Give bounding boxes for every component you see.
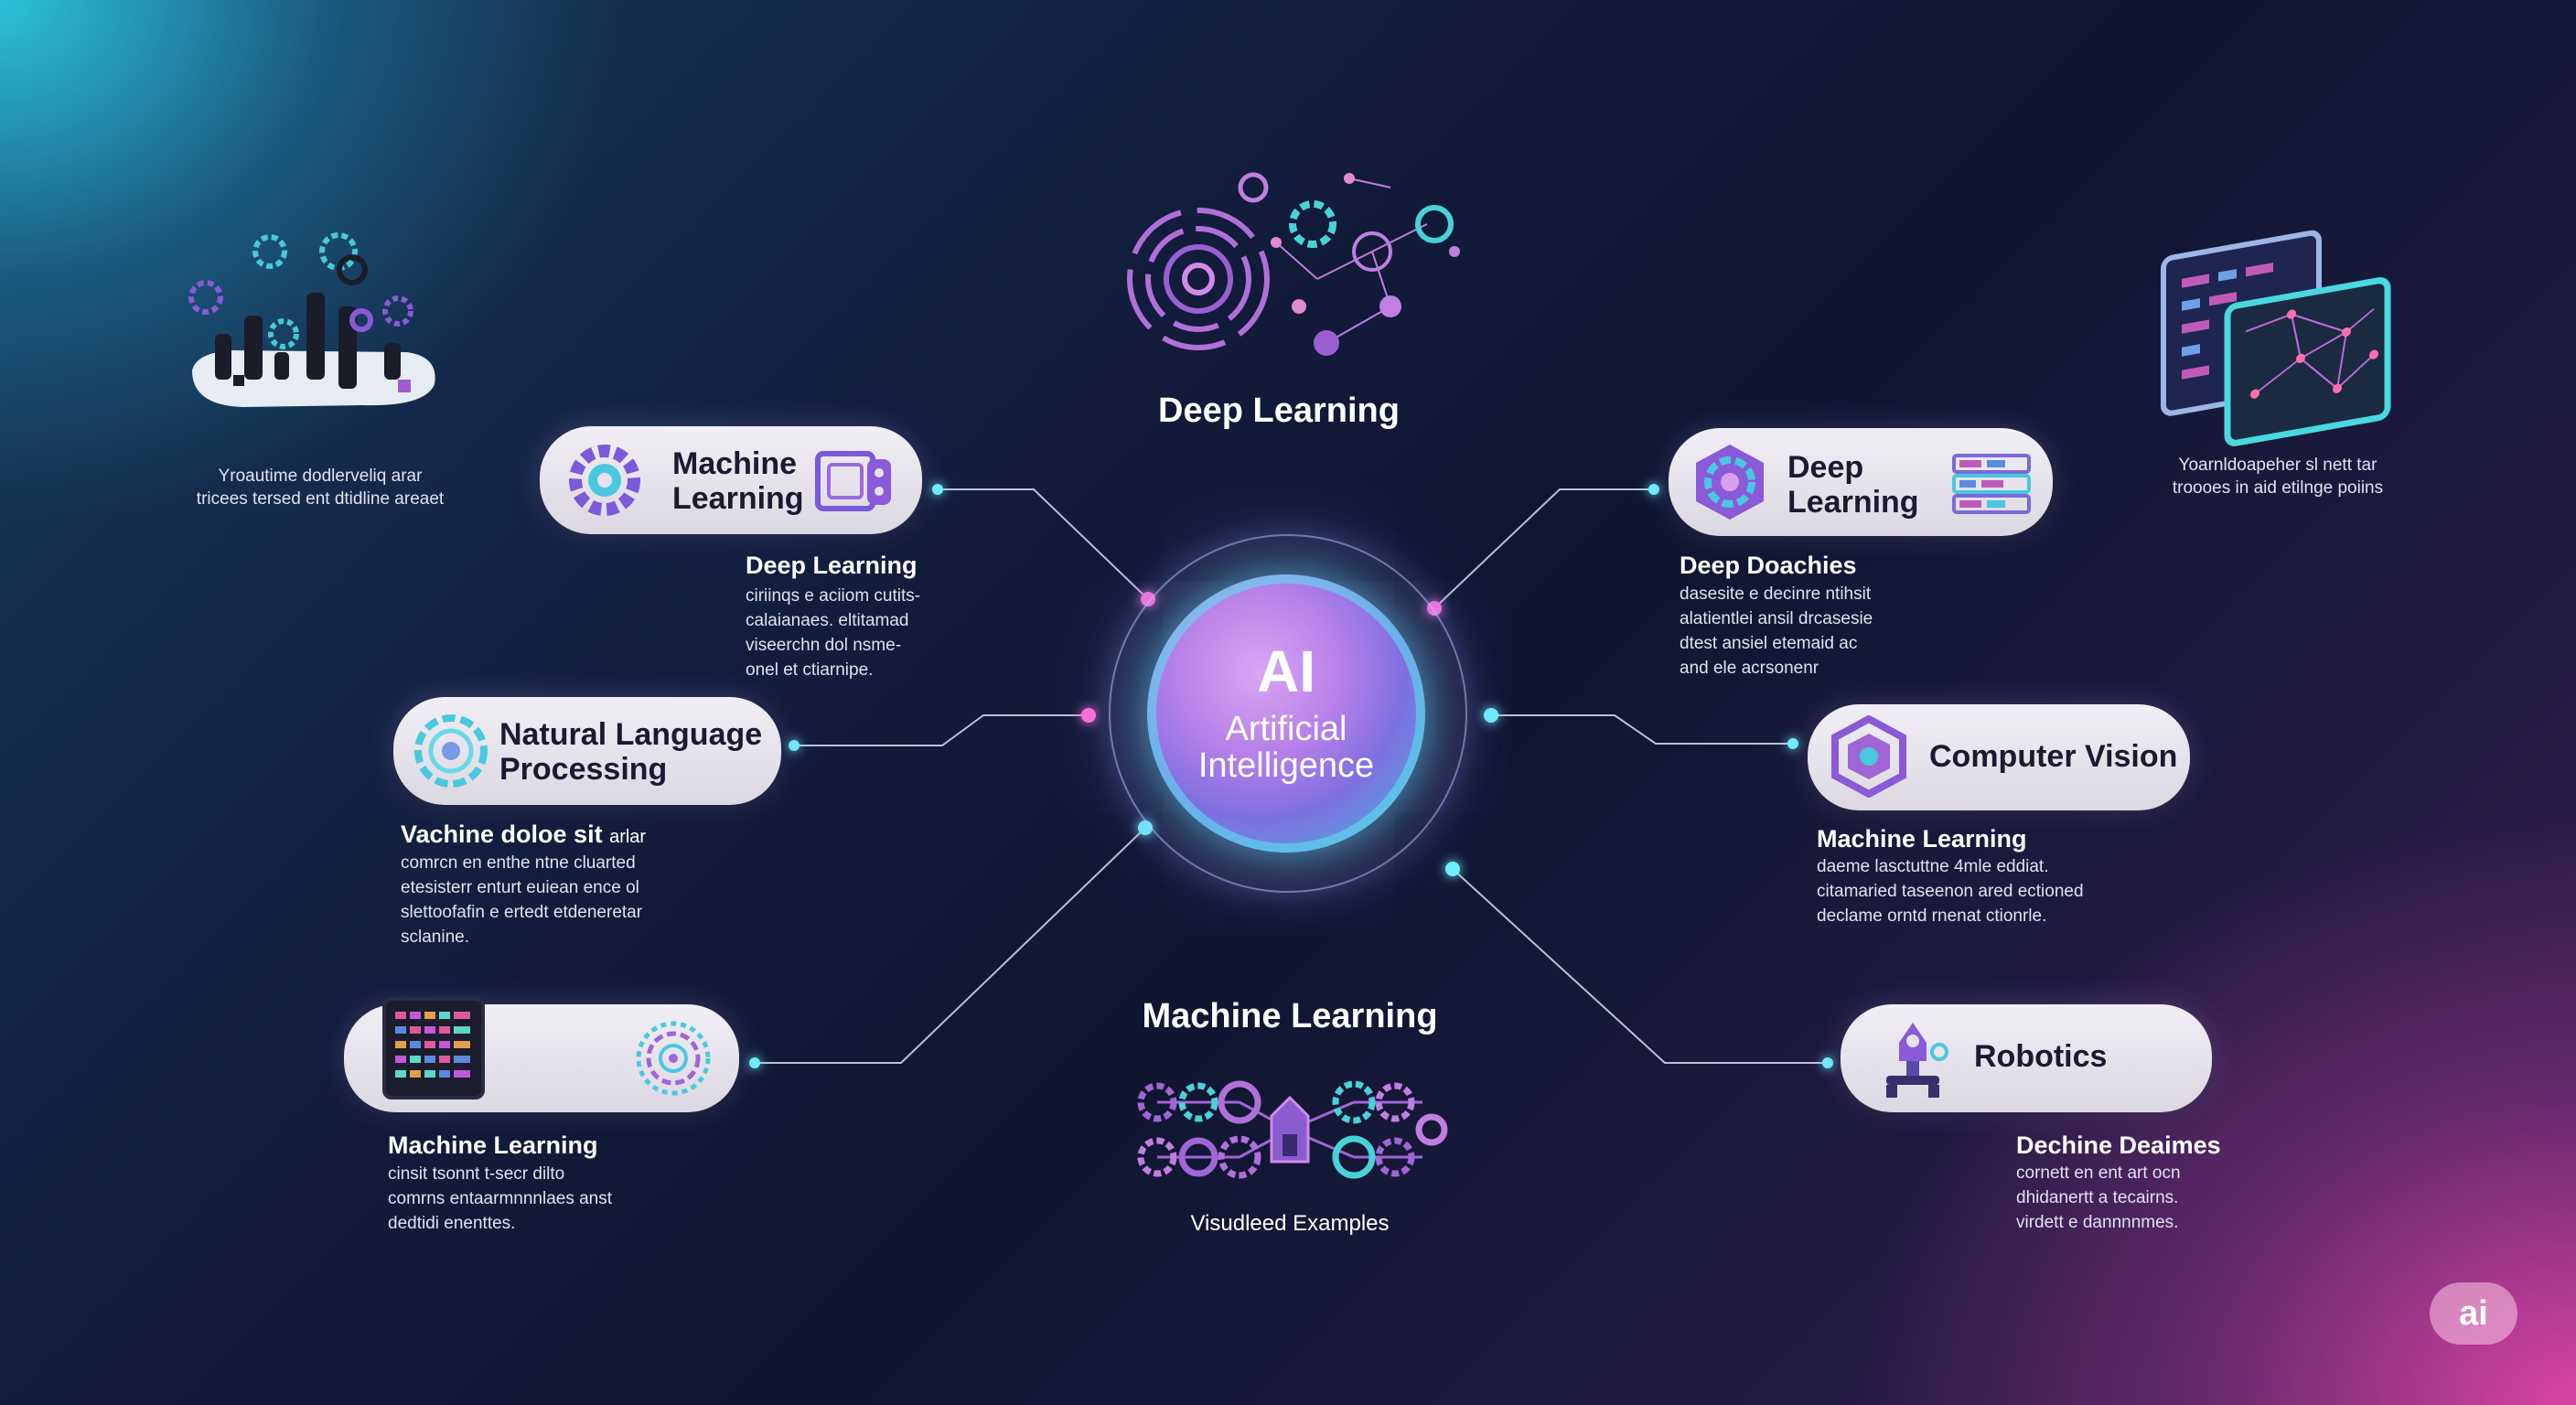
node-dl-right-label-line1: Deep [1787,450,1864,485]
hexagon-network-icon [1137,1080,1448,1179]
connector-ml-top [938,488,1149,600]
left-top-caption-line2: tricees tersed ent dtidline areaet [196,489,445,509]
ai-logo-badge: ai [2430,1282,2517,1345]
node-dl-right-label-line2: Learning [1787,485,1919,520]
node-cv-caption-body: daeme lasctuttne 4mle eddiat. citamaried… [1817,857,2084,926]
right-top-illustration-caption: Yoarnldoapeher sl nett tar troooes in ai… [2131,454,2424,499]
speech-waves-icon [414,714,488,788]
node-deep-learning-right[interactable]: Deep Learning [1669,428,2053,536]
gear-brain-icon [569,445,640,516]
right-top-caption-line2: troooes in aid etilnge poiins [2172,478,2384,498]
data-screens-icon [2161,230,2391,446]
bottom-section-caption: Visudleed Examples [1190,1211,1390,1236]
circuit-chip-icon [815,451,891,511]
robot-arm-icon [1886,1023,1948,1098]
node-nlp-caption-title-suffix: arlar [609,827,647,847]
center-title: AI [1257,638,1315,705]
server-blocks-icon [1952,454,2031,514]
connector-robotics [1452,868,1828,1064]
node-ml-top-caption-body: ciriinqs e aciiom cutits- calaianaes. el… [746,586,921,680]
connector-dot [1484,708,1498,723]
hexagon-gear-icon [1696,445,1764,520]
center-subtitle-line2: Intelligence [1197,746,1375,785]
node-nlp-label-line1: Natural Language [499,717,763,752]
connector-dot [932,484,943,495]
circular-network-icon [636,1021,711,1096]
node-nlp-label-line2: Processing [499,752,668,788]
node-cv-label: Computer Vision [1929,739,2178,774]
right-top-caption-line1: Yoarnldoapeher sl nett tar [2178,456,2377,475]
node-computer-vision[interactable]: Computer Vision [1808,704,2190,810]
connector-dot [1787,738,1798,749]
node-robotics[interactable]: Robotics [1841,1004,2212,1112]
connector-dot [1445,862,1460,876]
node-dl-right-caption-body: dasesite e decinre ntihsit alatientlei a… [1680,585,1873,678]
connector-nlp [794,714,1089,746]
connector-dot [749,1057,760,1068]
node-machine-learning-bottom[interactable] [344,997,739,1112]
left-top-caption-line1: Yroautime dodlerveliq arar [218,467,423,486]
node-nlp-caption-title: Vachine doloe sit arlar [401,820,646,849]
node-robotics-caption-body: cornett en ent art ocn dhidanertt a teca… [2016,1164,2181,1232]
node-nlp-caption-body: comrcn en enthe ntne cluarted etesisterr… [401,853,643,947]
left-top-illustration-caption: Yroautime dodlerveliq arar tricees terse… [165,465,476,510]
dashboard-screen-icon [382,997,485,1099]
node-robotics-caption-title: Dechine Deaimes [2016,1132,2221,1159]
node-robotics-label: Robotics [1974,1039,2108,1074]
node-dl-right-caption-title: Deep Doachies [1680,552,1857,579]
bottom-section-title: Machine Learning [1142,997,1438,1035]
center-ai-orb: AI Artificial Intelligence [1147,574,1425,853]
node-ml-top-label-line1: Machine [672,446,798,481]
node-cv-caption-title: Machine Learning [1817,825,2027,853]
isometric-gear-platform-icon [188,232,435,407]
node-ml-top-label-line2: Learning [672,481,804,517]
node-nlp-caption-title-main: Vachine doloe sit [401,820,603,848]
node-ml-bottom-caption-title: Machine Learning [388,1132,598,1159]
connector-dot [1648,484,1659,495]
node-ml-bottom-caption-body: cinsit tsonnt t-secr dilto comrns entaar… [388,1164,613,1233]
connector-dot [1822,1057,1833,1068]
connector-dot [1081,708,1096,723]
camera-cube-icon [1831,715,1906,798]
connector-dl-right [1433,488,1654,609]
node-machine-learning-top[interactable]: Machine Learning [540,426,922,534]
node-natural-language-processing[interactable]: Natural Language Processing [393,697,781,805]
center-subtitle-line1: Artificial [1225,710,1347,749]
connector-ml-bottom [755,827,1146,1064]
connector-cv [1491,714,1793,745]
top-section-title: Deep Learning [1158,391,1400,430]
center-outer-ring [1109,534,1467,893]
node-ml-top-caption-title: Deep Learning [746,552,918,579]
neural-network-gears-icon [1127,172,1460,356]
connector-dot [789,740,800,751]
